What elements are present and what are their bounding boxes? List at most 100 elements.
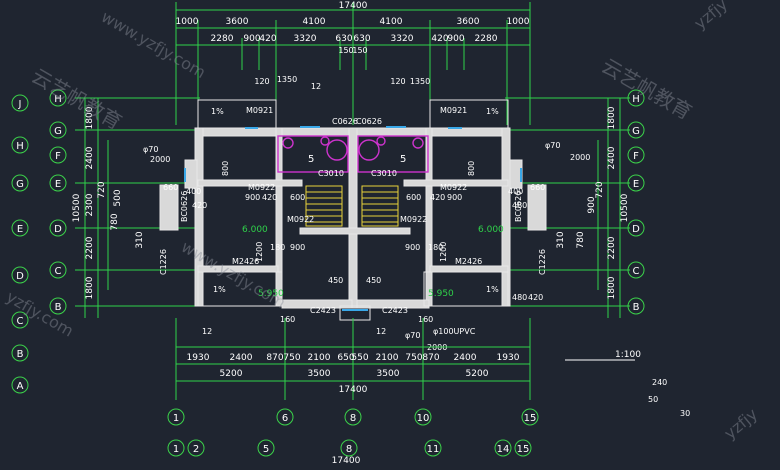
window-label-4: C3010 — [371, 169, 397, 178]
dim-left-3: 10500 — [72, 193, 82, 222]
window-label-2: C0626 — [356, 117, 382, 126]
dim-left-1: 1800 — [85, 106, 95, 129]
dim-right-8: 780 — [576, 231, 586, 248]
misc-num-24: 160 — [280, 315, 295, 324]
dim-right-7: 310 — [556, 231, 566, 248]
axis-left-inner-4: E — [55, 179, 61, 190]
dim-bot-11: 2400 — [454, 353, 477, 363]
axis-right-1: H — [632, 94, 640, 105]
misc-num-29: 420 — [528, 293, 543, 302]
bathroom-fixtures — [277, 135, 429, 173]
col-axis2-5: 11 — [427, 444, 440, 455]
axis-left-outer-3: G — [16, 179, 24, 190]
left-outer-axes — [11, 94, 29, 394]
axis-left-inner-3: F — [55, 151, 61, 162]
misc-num-10: 900 — [245, 193, 260, 202]
door-label-2: M0921 — [440, 106, 467, 115]
dim-top-1: 1000 — [176, 17, 199, 27]
col-axis-3: 8 — [350, 413, 356, 424]
pipe-1: φ70 — [143, 145, 158, 154]
dim-left-10: 1800 — [85, 276, 95, 299]
dim-bot-9: 750 — [405, 353, 422, 363]
dim-left-5: 2300 — [85, 193, 95, 216]
axis-left-inner-5: D — [54, 224, 62, 235]
col-axis2-1: 1 — [173, 444, 179, 455]
axis-left-outer-6: C — [17, 316, 24, 327]
col-axis2-6: 14 — [497, 444, 510, 455]
misc-num-8: 600 — [290, 193, 305, 202]
right-dim-text: 1800 2400 10500 720 900 2200 310 780 180… — [556, 106, 630, 299]
dim-left-9: 310 — [135, 231, 145, 248]
axis-left-inner-6: C — [55, 266, 62, 277]
dim-top2-8: 420 — [431, 34, 448, 44]
dim-top-3: 4100 — [303, 17, 326, 27]
door-label-6: M0922 — [400, 215, 427, 224]
windows — [184, 126, 522, 311]
misc-num-21: 1200 — [439, 242, 448, 262]
dim-right-6: 2200 — [607, 236, 617, 259]
pipe-2: φ70 — [545, 141, 560, 150]
door-label-5: M0922 — [287, 215, 314, 224]
side-dimension-lines — [75, 97, 630, 318]
col-axis-1: 1 — [173, 413, 179, 424]
dim-bot-total-repeat: 17400 — [332, 456, 361, 465]
dim-left-8: 2200 — [85, 236, 95, 259]
col-axis-4: 10 — [417, 413, 430, 424]
axis-left-outer-4: E — [17, 224, 23, 235]
misc-num-7: 400 — [508, 187, 523, 196]
misc-num-34: 30 — [680, 409, 690, 418]
col-axis-2: 6 — [282, 413, 288, 424]
dim-right-1: 1800 — [607, 106, 617, 129]
left-dim-text: 1800 2400 10500 720 2300 500 780 2200 31… — [72, 106, 145, 299]
dim-top-2: 3600 — [226, 17, 249, 27]
misc-num-2: 2000 — [570, 153, 590, 162]
axis-right-6: C — [633, 266, 640, 277]
dim-right-3: 10500 — [620, 193, 630, 222]
misc-num-26: 12 — [202, 327, 212, 336]
dim-top-small-5: 12 — [311, 82, 321, 91]
slope-4: 1% — [486, 285, 499, 294]
window-label-6: C2423 — [382, 306, 408, 315]
scale-annotation: 1:100 — [565, 350, 641, 361]
axis-left-inner-2: G — [54, 126, 62, 137]
misc-num-31: 5 — [400, 154, 406, 165]
dim-bot-1: 1930 — [187, 353, 210, 363]
dim-top2-4: 3320 — [294, 34, 317, 44]
level-2: 6.000 — [478, 225, 504, 235]
bottom-dimension-lines — [175, 318, 531, 400]
dim-top-small-2: 150 — [352, 46, 367, 55]
dim-bot2-2: 3500 — [308, 369, 331, 379]
dim-top-6: 1000 — [507, 17, 530, 27]
misc-num-11: 420 — [262, 193, 277, 202]
col-axis-5: 15 — [524, 413, 537, 424]
overall-width-top: 17400 — [339, 1, 368, 11]
axis-left-outer-1: J — [18, 99, 22, 110]
col-axis2-3: 5 — [263, 444, 269, 455]
misc-num-33: 50 — [648, 395, 658, 404]
misc-num-13: 900 — [447, 193, 462, 202]
window-labels: C0626 C0626 C3010 C3010 C2423 C2423 C122… — [159, 117, 547, 315]
dim-bot2-3: 3500 — [377, 369, 400, 379]
axis-left-inner-7: B — [55, 302, 62, 313]
left-inner-axes — [49, 89, 67, 315]
misc-num-27: 12 — [376, 327, 386, 336]
misc-num-32: 240 — [652, 378, 667, 387]
window-label-9: BC0626 — [180, 191, 189, 222]
level-1: 6.000 — [242, 225, 268, 235]
pipe-labels: φ70 φ70 φ70 φ100UPVC — [143, 141, 560, 340]
dim-bot-5: 2100 — [308, 353, 331, 363]
row-axis-labels: J H G E D C B A H G F E D C B H G F E D … — [16, 94, 640, 392]
dim-top2-7: 3320 — [391, 34, 414, 44]
slope-2: 1% — [486, 107, 499, 116]
dim-bot-4: 750 — [283, 353, 300, 363]
misc-num-22: 800 — [221, 161, 230, 176]
level-4: 5.950 — [428, 289, 454, 299]
door-label-8: M2426 — [455, 257, 482, 266]
axis-right-7: B — [633, 302, 640, 313]
door-labels: M0921 M0921 M0922 M0922 M0922 M0922 M242… — [232, 106, 482, 266]
dim-top-small-3: 120 — [254, 77, 269, 86]
dim-top-5: 3600 — [457, 17, 480, 27]
door-label-4: M0922 — [440, 183, 467, 192]
